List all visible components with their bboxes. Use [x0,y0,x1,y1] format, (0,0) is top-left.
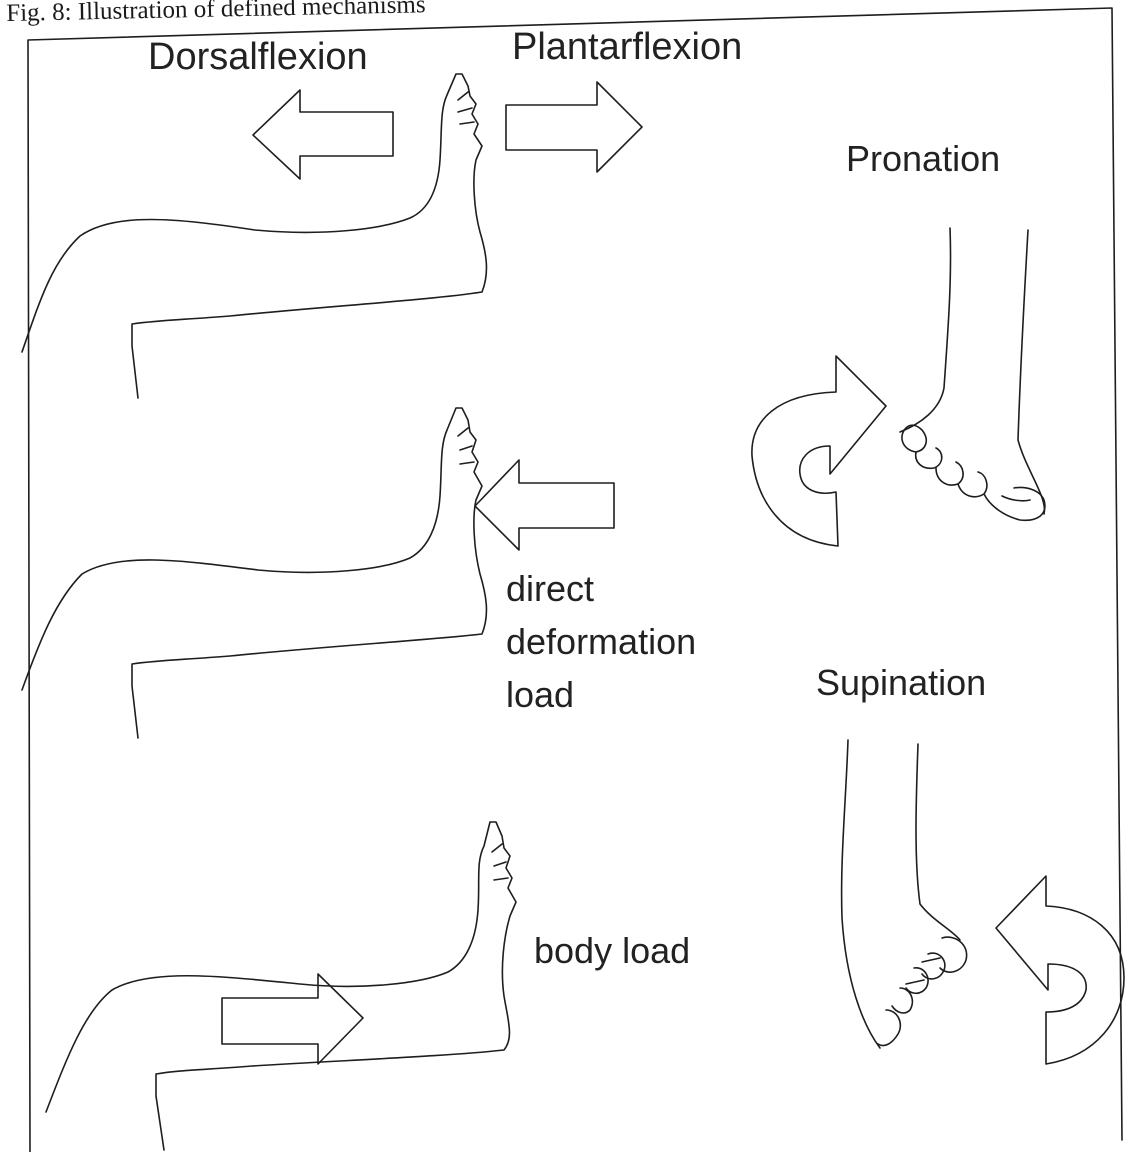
dorsalflexion-arrow [253,90,393,179]
supination-label: Supination [816,662,986,704]
direct-load-arrow [475,460,614,550]
direct-label-line2: deformation [506,615,696,668]
pronation-arrow [752,356,886,546]
pronation-foot-drawing [900,228,1045,520]
supination-arrow [996,876,1124,1064]
direct-label-line3: load [506,668,696,721]
leg-drawing-body-load [46,822,516,1150]
dorsalflexion-label: Dorsalflexion [148,36,368,79]
plantarflexion-arrow [506,82,642,172]
body-load-label: body load [534,930,690,972]
body-load-arrow [222,974,363,1064]
pronation-label: Pronation [846,138,1000,180]
direct-deformation-load-label: direct deformation load [506,562,696,721]
leg-drawing-dorsal-plantar [22,74,486,398]
plantarflexion-label: Plantarflexion [512,26,742,69]
supination-foot-drawing [842,740,967,1048]
leg-drawing-direct-load [22,408,486,738]
direct-label-line1: direct [506,562,696,615]
